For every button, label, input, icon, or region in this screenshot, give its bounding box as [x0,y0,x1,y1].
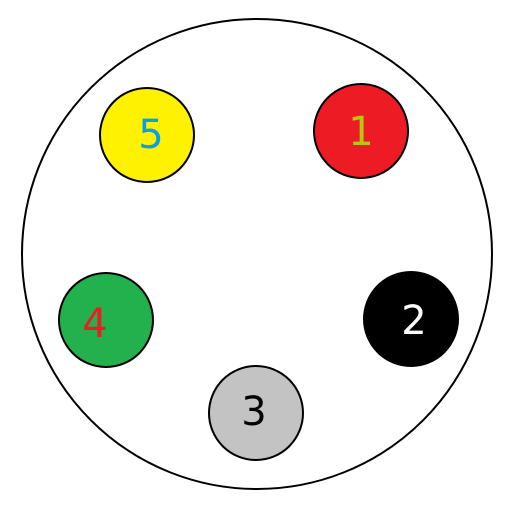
pin-5: 5 [99,87,195,183]
pin-5-label: 5 [138,112,163,158]
pin-4-label: 4 [82,301,107,347]
pin-1: 1 [313,83,409,179]
pin-1-circle [313,83,409,179]
pin-4: 4 [58,272,154,368]
pin-3: 3 [208,365,304,461]
pin-4-circle [58,272,154,368]
pin-2-label: 2 [401,298,426,344]
pin-3-circle [208,365,304,461]
pin-1-label: 1 [348,109,373,155]
pin-3-label: 3 [241,389,266,435]
pin-5-circle [99,87,195,183]
pin-2-circle [363,271,459,367]
pin-2: 2 [363,271,459,367]
